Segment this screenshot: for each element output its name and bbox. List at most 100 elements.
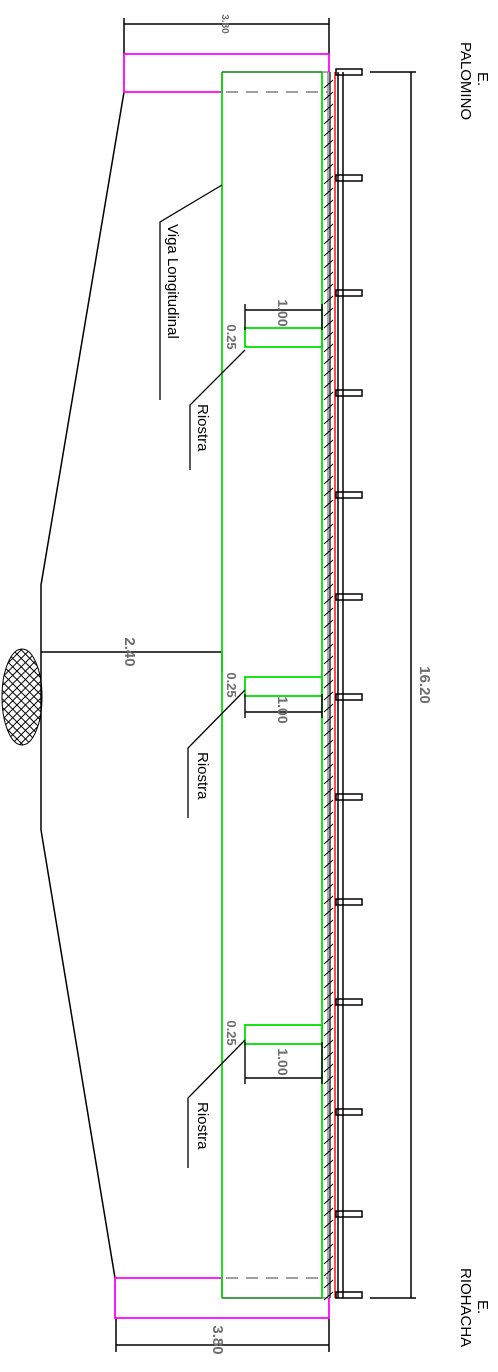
- deck-hatch-stroke: [323, 619, 334, 629]
- deck-hatch-stroke: [323, 1075, 334, 1085]
- brace-3-spacing-dim: [244, 1042, 323, 1084]
- deck-hatch-stroke: [323, 631, 334, 641]
- bottom-station-name: RIOHACHA: [457, 1268, 474, 1347]
- deck-hatch-stroke: [323, 283, 334, 293]
- deck-hatch-stroke: [323, 1147, 334, 1157]
- leader-lines: [159, 184, 246, 1168]
- railing-post: [335, 793, 363, 801]
- deck-hatch-stroke: [323, 271, 334, 281]
- hidden-lines: [226, 91, 328, 1279]
- brace-2-thickness-value: 0.25: [224, 672, 239, 697]
- deck-hatch-stroke: [323, 103, 334, 113]
- railing-post: [335, 1210, 363, 1218]
- deck-hatch-stroke: [323, 571, 334, 581]
- deck-hatch-stroke: [323, 1027, 334, 1037]
- top-station-name: PALOMINO: [457, 42, 474, 120]
- bottom-support-width-value: 3.80: [209, 1325, 226, 1354]
- deck-hatch-stroke: [323, 979, 334, 989]
- deck-hatch-stroke: [323, 727, 334, 737]
- deck-hatch-stroke: [323, 931, 334, 941]
- brace-1-spacing-value: 1.00: [275, 299, 291, 326]
- deck-hatch-stroke: [323, 1279, 334, 1289]
- deck-hatch-stroke: [323, 187, 334, 197]
- deck-hatch-stroke: [323, 259, 334, 269]
- deck-hatch-stroke: [323, 607, 334, 617]
- bottom-support-dimension: [115, 1318, 330, 1352]
- deck-hatch-stroke: [323, 91, 334, 101]
- deck-hatch-stroke: [323, 523, 334, 533]
- deck-hatch-stroke: [323, 427, 334, 437]
- deck-hatch-stroke: [323, 1039, 334, 1049]
- brace-3-spacing-value: 1.00: [275, 1048, 291, 1075]
- deck-hatch-stroke: [323, 655, 334, 665]
- deck-hatch-stroke: [323, 907, 334, 917]
- deck-hatch-stroke: [323, 883, 334, 893]
- deck-hatch-stroke: [323, 799, 334, 809]
- deck-hatch-stroke: [323, 1267, 334, 1277]
- deck-hatch-stroke: [323, 691, 334, 701]
- deck-hatch-stroke: [323, 991, 334, 1001]
- deck-hatch-stroke: [323, 163, 334, 173]
- brace-2-spacing-dim: [244, 694, 323, 718]
- brace-2-label: Riostra: [194, 752, 211, 800]
- deck-hatch-stroke: [323, 211, 334, 221]
- deck-hatch-stroke: [323, 475, 334, 485]
- deck-hatch-stroke: [323, 835, 334, 845]
- railing-post: [335, 491, 363, 499]
- deck-hatch-stroke: [323, 403, 334, 413]
- beam-leader: [159, 184, 223, 400]
- terrain-outline: [40, 91, 125, 1279]
- deck-hatch-stroke: [323, 1003, 334, 1013]
- top-abutment: [123, 53, 330, 93]
- deck-hatch-stroke: [323, 511, 334, 521]
- railing-post: [335, 1108, 363, 1116]
- deck-hatch-stroke: [323, 331, 334, 341]
- deck-hatch-stroke: [323, 667, 334, 677]
- brace-1-spacing-dim: [244, 304, 323, 330]
- deck-hatch-stroke: [323, 739, 334, 749]
- deck-hatch-stroke: [323, 859, 334, 869]
- deck-hatch-stroke: [323, 775, 334, 785]
- deck-hatch-stroke: [323, 127, 334, 137]
- deck-hatch-stroke: [323, 967, 334, 977]
- deck-hatch-stroke: [323, 223, 334, 233]
- deck-hatch-stroke: [323, 1063, 334, 1073]
- brace-1-label: Riostra: [194, 404, 211, 452]
- deck-hatch-stroke: [323, 1135, 334, 1145]
- deck-hatch-stroke: [323, 919, 334, 929]
- deck-hatch-stroke: [323, 811, 334, 821]
- deck-hatch-stroke: [323, 175, 334, 185]
- longitudinal-beam-label: Viga Longitudinal: [164, 224, 181, 339]
- top-support-width-value: 3.80: [219, 14, 230, 34]
- deck-hatch-stroke: [323, 763, 334, 773]
- deck-hatch-stroke: [323, 247, 334, 257]
- deck-hatch-stroke: [323, 1207, 334, 1217]
- deck-hatch-stroke: [323, 535, 334, 545]
- total-length-dimension: [370, 71, 416, 1299]
- deck-hatch-stroke: [323, 295, 334, 305]
- deck-hatch-stroke: [323, 439, 334, 449]
- deck-hatch-stroke: [323, 955, 334, 965]
- railing-post: [335, 898, 363, 906]
- deck-edge: [323, 72, 336, 1301]
- deck-hatch-stroke: [323, 1255, 334, 1265]
- brace-2: [244, 676, 323, 697]
- deck-hatch-stroke: [323, 751, 334, 761]
- deck-hatch-stroke: [323, 715, 334, 725]
- deck-hatch-stroke: [323, 451, 334, 461]
- deck-hatch-stroke: [323, 1051, 334, 1061]
- deck-hatch-stroke: [323, 1087, 334, 1097]
- deck-hatch-stroke: [323, 1183, 334, 1193]
- deck-hatch-stroke: [323, 319, 334, 329]
- deck-hatch-stroke: [323, 1015, 334, 1025]
- deck-hatch-stroke: [323, 1123, 334, 1133]
- deck-hatch-stroke: [323, 391, 334, 401]
- deck-hatch-stroke: [323, 595, 334, 605]
- deck-hatch-stroke: [323, 355, 334, 365]
- deck-hatch-stroke: [323, 139, 334, 149]
- railing-post: [335, 998, 363, 1006]
- braces: [244, 327, 323, 1045]
- deck-hatch-stroke: [323, 151, 334, 161]
- deck-hatch-stroke: [323, 1231, 334, 1241]
- deck-hatch-stroke: [323, 679, 334, 689]
